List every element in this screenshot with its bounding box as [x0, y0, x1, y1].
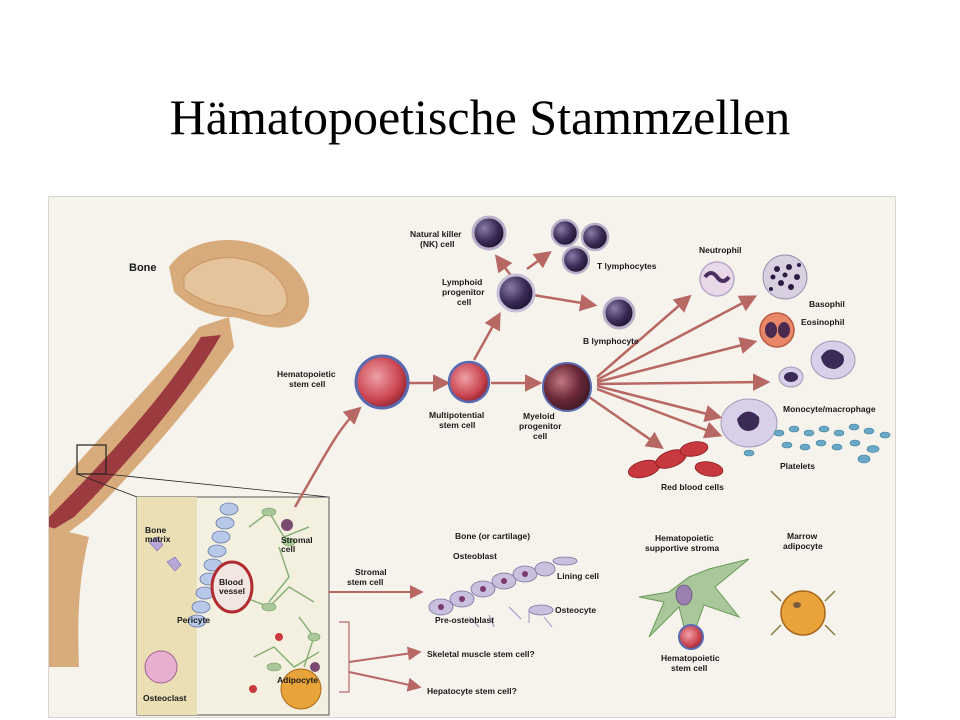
- label-blood-vessel-1: Blood: [219, 577, 243, 587]
- neutrophil: [699, 261, 735, 297]
- label-marrow-1: Marrow: [787, 531, 818, 541]
- label-pre-osteoblast: Pre-osteoblast: [435, 615, 494, 625]
- label-adipocyte: Adipocyte: [277, 675, 318, 685]
- label-neutrophil: Neutrophil: [699, 245, 742, 255]
- label-multipotential-2: stem cell: [439, 420, 475, 430]
- label-t-lymphocytes: T lymphocytes: [597, 261, 657, 271]
- hematopoiesis-figure: Bone: [48, 196, 896, 718]
- platelets: [720, 398, 891, 464]
- b-lymphocyte: [602, 296, 636, 330]
- label-hsc-small-1: Hematopoietic: [661, 653, 720, 663]
- label-hsc-small-2: stem cell: [671, 663, 707, 673]
- marrow-inset: [136, 496, 330, 716]
- label-bone: Bone: [129, 262, 157, 274]
- label-blood-vessel-2: vessel: [219, 586, 245, 596]
- eosinophil: [759, 312, 795, 348]
- label-red-blood-cells: Red blood cells: [661, 482, 724, 492]
- label-monocyte: Monocyte/macrophage: [783, 404, 876, 414]
- osteoblast-chain: [428, 556, 578, 628]
- basophil: [762, 254, 808, 300]
- label-pericyte: Pericyte: [177, 615, 210, 625]
- lineage-arrows: [293, 250, 771, 508]
- blood-vessel: [210, 560, 254, 614]
- red-blood-cells: [628, 441, 724, 479]
- label-osteoblast: Osteoblast: [453, 551, 497, 561]
- hematopoietic-stem-cell: [354, 354, 410, 410]
- label-bone-cartilage: Bone (or cartilage): [455, 531, 530, 541]
- slide-title: Hämatopoetische Stammzellen: [169, 89, 791, 145]
- label-multipotential-1: Multipotential: [429, 410, 484, 420]
- label-stromal-stem-2: stem cell: [347, 577, 383, 587]
- label-myeloid-2: progenitor: [519, 421, 562, 431]
- label-eosinophil: Eosinophil: [801, 317, 844, 327]
- label-nk-cell-1: Natural killer: [410, 229, 462, 239]
- label-supportive-2: supportive stroma: [645, 543, 719, 553]
- label-osteoclast: Osteoclast: [143, 693, 187, 703]
- label-hepatocyte: Hepatocyte stem cell?: [427, 686, 517, 696]
- monocyte-macrophage: [778, 340, 856, 388]
- label-osteocyte: Osteocyte: [555, 605, 596, 615]
- zoom-box: [76, 444, 107, 475]
- label-platelets: Platelets: [780, 461, 815, 471]
- label-lining-cell: Lining cell: [557, 571, 599, 581]
- label-supportive-1: Hematopoietic: [655, 533, 714, 543]
- label-bone-matrix-2: matrix: [145, 534, 171, 544]
- label-lymphoid-3: cell: [457, 297, 471, 307]
- nk-cell: [471, 215, 507, 251]
- multipotential-stem-cell: [447, 360, 491, 404]
- t-lymphocytes: [550, 218, 610, 275]
- label-myeloid-3: cell: [533, 431, 547, 441]
- bone-illustration: [49, 240, 330, 667]
- myeloid-progenitor-cell: [542, 362, 592, 412]
- label-myeloid-1: Myeloid: [523, 411, 555, 421]
- label-marrow-2: adipocyte: [783, 541, 823, 551]
- label-lymphoid-2: progenitor: [442, 287, 485, 297]
- label-lymphoid-1: Lymphoid: [442, 277, 482, 287]
- label-skeletal-muscle: Skeletal muscle stem cell?: [427, 649, 535, 659]
- label-stromal-cell-2: cell: [281, 544, 295, 554]
- label-b-lymphocyte: B lymphocyte: [583, 336, 639, 346]
- hematopoiesis-diagram: Bone: [49, 197, 895, 717]
- label-hsc-2: stem cell: [289, 379, 325, 389]
- supportive-stroma-cell: [638, 558, 750, 650]
- label-nk-cell-2: (NK) cell: [420, 239, 454, 249]
- lymphoid-progenitor-cell: [496, 273, 536, 313]
- label-hsc-1: Hematopoietic: [277, 369, 336, 379]
- label-stromal-stem-1: Stromal: [355, 567, 387, 577]
- label-basophil: Basophil: [809, 299, 845, 309]
- label-bone-matrix-1: Bone: [145, 525, 167, 535]
- label-stromal-cell-1: Stromal: [281, 535, 313, 545]
- marrow-adipocyte: [770, 590, 836, 636]
- stromal-arrows: [329, 585, 424, 692]
